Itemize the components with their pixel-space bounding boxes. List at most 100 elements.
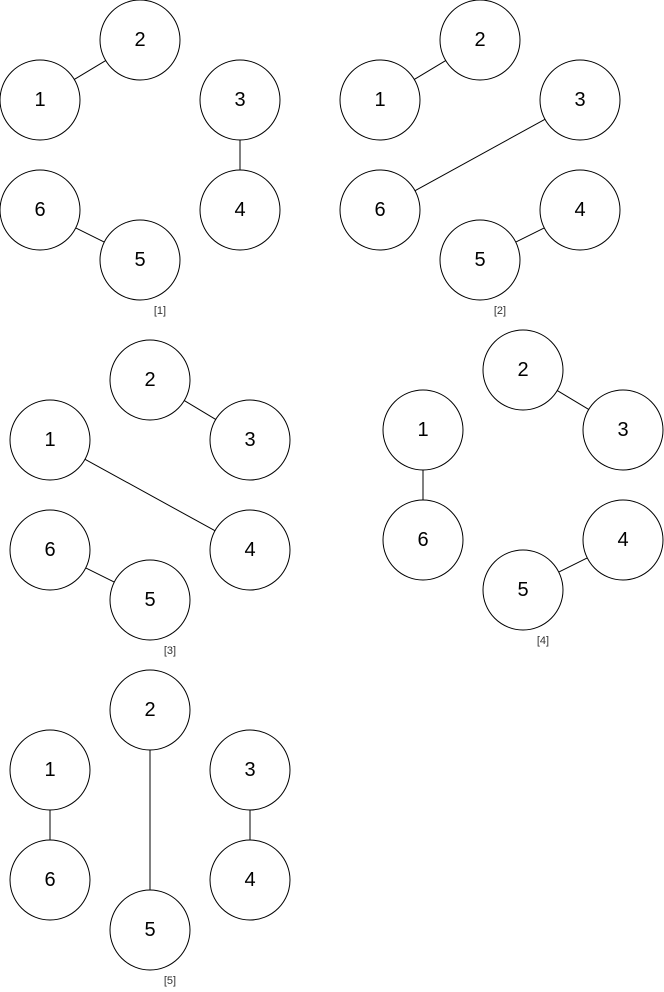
- node-6: 6: [382, 499, 464, 581]
- node-2: 2: [109, 669, 191, 751]
- node-circle: [339, 169, 421, 251]
- edge-1-2: [414, 60, 446, 80]
- node-circle: [109, 559, 191, 641]
- node-circle: [0, 59, 81, 141]
- node-label: 1: [34, 89, 45, 111]
- node-label: 4: [244, 539, 255, 561]
- node-circle: [9, 399, 91, 481]
- node-circle: [109, 669, 191, 751]
- node-circle: [9, 509, 91, 591]
- node-5: 5: [482, 549, 564, 631]
- matching-panel-2: 1 2 3 4 5 6 [2]: [339, 0, 621, 317]
- node-circle: [9, 839, 91, 921]
- node-2: 2: [439, 0, 521, 81]
- node-5: 5: [109, 559, 191, 641]
- node-2: 2: [109, 339, 191, 421]
- node-label: 3: [244, 759, 255, 781]
- node-label: 1: [374, 89, 385, 111]
- node-label: 6: [34, 199, 45, 221]
- node-label: 5: [144, 919, 155, 941]
- node-6: 6: [339, 169, 421, 251]
- node-label: 6: [44, 539, 55, 561]
- node-circle: [582, 499, 664, 581]
- panel-caption: [4]: [537, 635, 549, 647]
- node-label: 5: [134, 249, 145, 271]
- node-4: 4: [209, 509, 291, 591]
- node-3: 3: [199, 59, 281, 141]
- node-circle: [439, 219, 521, 301]
- node-circle: [109, 889, 191, 971]
- node-label: 2: [144, 369, 155, 391]
- node-label: 5: [144, 589, 155, 611]
- node-circle: [482, 329, 564, 411]
- node-1: 1: [0, 59, 81, 141]
- matching-panel-5: 1 2 3 4 5 6 [5]: [9, 669, 291, 987]
- node-4: 4: [199, 169, 281, 251]
- node-circle: [539, 59, 621, 141]
- node-circle: [99, 219, 181, 301]
- edge-1-2: [74, 60, 106, 80]
- edge-5-4: [515, 227, 545, 243]
- node-circle: [539, 169, 621, 251]
- edge-6-5: [85, 567, 115, 583]
- node-circle: [0, 169, 81, 251]
- node-5: 5: [109, 889, 191, 971]
- node-3: 3: [582, 389, 664, 471]
- node-circle: [209, 839, 291, 921]
- node-label: 4: [234, 199, 245, 221]
- node-circle: [339, 59, 421, 141]
- node-label: 1: [44, 429, 55, 451]
- node-3: 3: [209, 399, 291, 481]
- node-label: 4: [617, 529, 628, 551]
- edge-2-3: [184, 400, 216, 420]
- edge-6-5: [75, 227, 105, 243]
- node-circle: [209, 509, 291, 591]
- node-6: 6: [0, 169, 81, 251]
- node-3: 3: [209, 729, 291, 811]
- node-circle: [209, 729, 291, 811]
- node-circle: [209, 399, 291, 481]
- node-label: 4: [244, 869, 255, 891]
- node-1: 1: [9, 729, 91, 811]
- node-1: 1: [339, 59, 421, 141]
- node-2: 2: [99, 0, 181, 81]
- node-5: 5: [439, 219, 521, 301]
- node-label: 3: [574, 89, 585, 111]
- node-circle: [382, 499, 464, 581]
- node-label: 5: [474, 249, 485, 271]
- edge-3-6: [414, 118, 546, 192]
- node-4: 4: [539, 169, 621, 251]
- node-3: 3: [539, 59, 621, 141]
- node-circle: [439, 0, 521, 81]
- matching-panel-4: 1 2 3 4 5 6 [4]: [382, 329, 664, 647]
- node-5: 5: [99, 219, 181, 301]
- node-4: 4: [582, 499, 664, 581]
- node-circle: [582, 389, 664, 471]
- node-label: 3: [244, 429, 255, 451]
- node-label: 2: [144, 699, 155, 721]
- node-circle: [382, 389, 464, 471]
- node-label: 2: [134, 29, 145, 51]
- panel-caption: [5]: [164, 975, 176, 987]
- node-label: 1: [44, 759, 55, 781]
- node-circle: [99, 0, 181, 81]
- node-circle: [9, 729, 91, 811]
- node-2: 2: [482, 329, 564, 411]
- node-label: 3: [617, 419, 628, 441]
- node-circle: [199, 169, 281, 251]
- node-1: 1: [382, 389, 464, 471]
- node-label: 3: [234, 89, 245, 111]
- node-label: 6: [417, 529, 428, 551]
- panel-caption: [2]: [494, 305, 506, 317]
- node-circle: [199, 59, 281, 141]
- node-label: 6: [44, 869, 55, 891]
- node-label: 2: [517, 359, 528, 381]
- node-circle: [482, 549, 564, 631]
- node-6: 6: [9, 839, 91, 921]
- edge-2-3: [557, 390, 589, 410]
- node-4: 4: [209, 839, 291, 921]
- node-label: 1: [417, 419, 428, 441]
